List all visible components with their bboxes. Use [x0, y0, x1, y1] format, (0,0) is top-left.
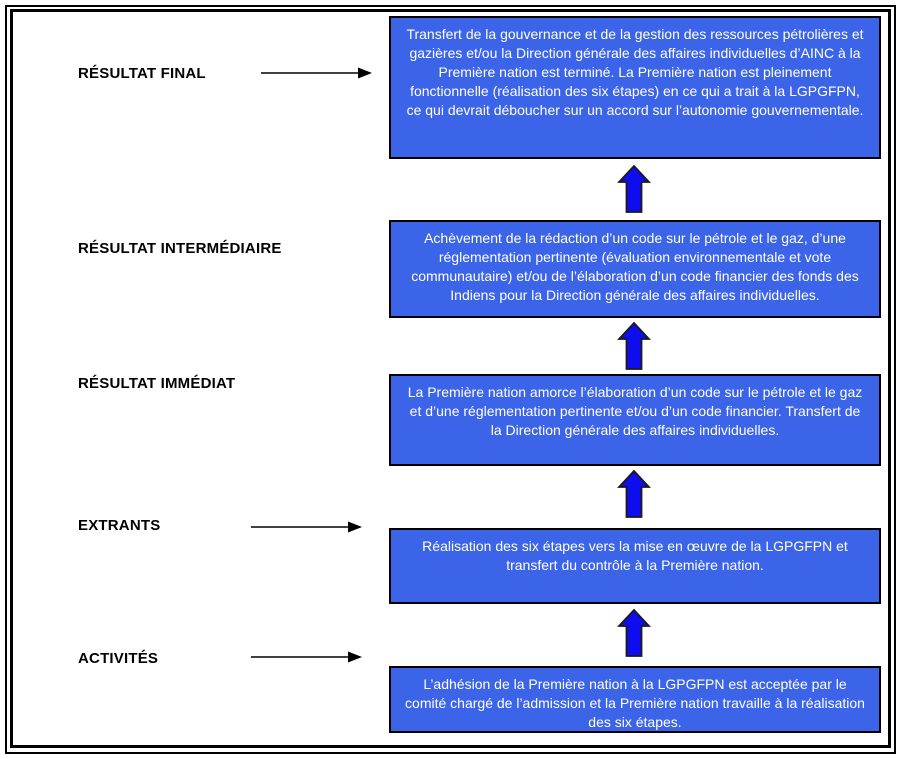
- label-resultat-intermediaire: RÉSULTAT INTERMÉDIAIRE: [78, 240, 282, 257]
- inner-frame-border: [10, 9, 891, 748]
- flow-box-activites: L’adhésion de la Première nation à la LG…: [389, 666, 881, 733]
- flow-box-resultat-immediat: La Première nation amorce l’élaboration …: [389, 374, 881, 466]
- label-extrants: EXTRANTS: [78, 517, 161, 534]
- up-arrow-icon: [617, 165, 651, 213]
- label-activites: ACTIVITÉS: [78, 650, 159, 667]
- right-arrow-icon: [251, 651, 362, 663]
- up-arrow-icon: [617, 322, 651, 370]
- label-resultat-final: RÉSULTAT FINAL: [78, 65, 206, 82]
- up-arrow-icon: [617, 470, 651, 518]
- flow-box-extrants: Réalisation des six étapes vers la mise …: [389, 528, 881, 604]
- outer-frame-border: [5, 5, 896, 754]
- up-arrow-icon: [617, 609, 651, 657]
- right-arrow-icon: [251, 521, 362, 533]
- label-resultat-immediat: RÉSULTAT IMMÉDIAT: [78, 375, 236, 392]
- flow-box-resultat-intermediaire: Achèvement de la rédaction d’un code sur…: [389, 220, 881, 318]
- flow-box-resultat-final: Transfert de la gouvernance et de la ges…: [389, 16, 881, 159]
- right-arrow-icon: [261, 67, 372, 79]
